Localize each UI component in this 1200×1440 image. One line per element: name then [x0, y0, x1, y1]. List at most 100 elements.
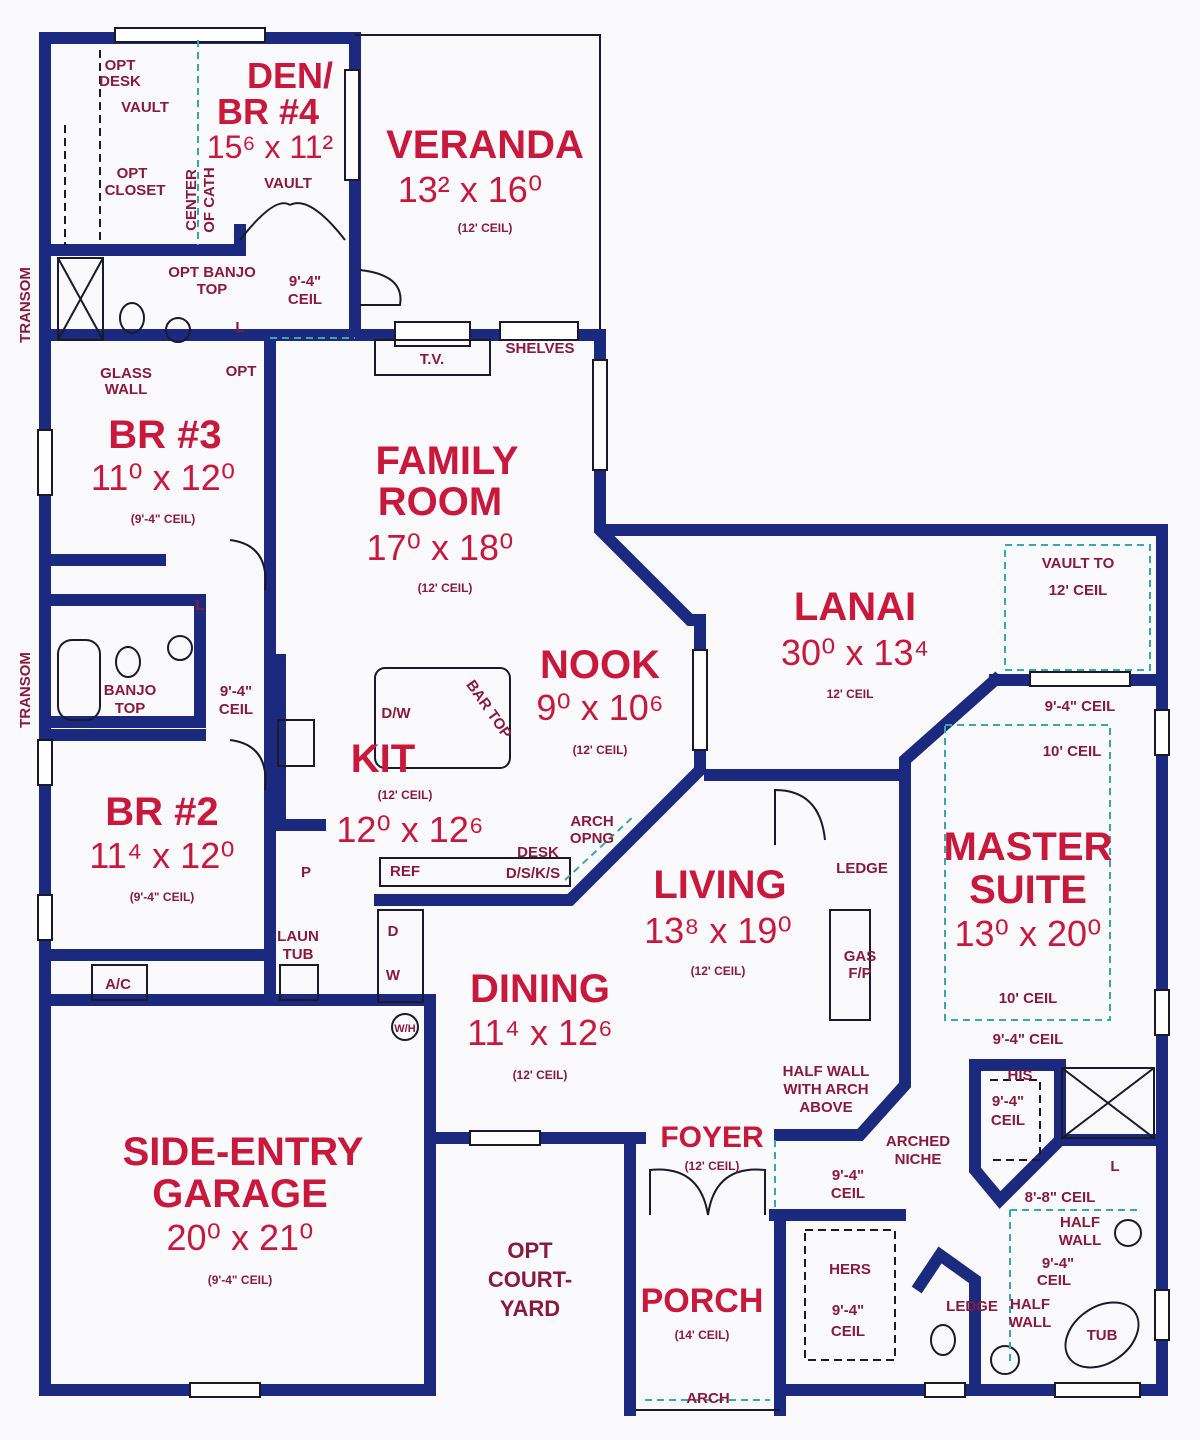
- note: OPT BANJO: [168, 264, 256, 281]
- note: CEIL: [1037, 1272, 1071, 1289]
- note: L: [195, 597, 204, 614]
- garage-dims: 20⁰ x 21⁰: [167, 1217, 314, 1258]
- note: BANJO: [104, 682, 157, 699]
- master-dims: 13⁰ x 20⁰: [955, 913, 1102, 954]
- note: 9'-4": [1042, 1255, 1074, 1272]
- note: WALL: [1009, 1314, 1052, 1331]
- window: [469, 1130, 541, 1146]
- toilet: [119, 302, 145, 334]
- kitchen-island: [374, 667, 511, 769]
- note: CEIL: [219, 701, 253, 718]
- note: CEIL: [991, 1112, 1025, 1129]
- note: OPT: [507, 1238, 553, 1263]
- living-name: LIVING: [653, 863, 786, 907]
- note: 12' CEIL: [1049, 582, 1108, 599]
- window: [499, 321, 579, 341]
- nook-dims: 9⁰ x 10⁶: [536, 687, 663, 728]
- note: D/W: [381, 705, 411, 722]
- note: TOP: [197, 281, 228, 298]
- note: CEIL: [831, 1185, 865, 1202]
- note: OF CATH: [201, 167, 218, 233]
- cooktop: [277, 719, 315, 767]
- window: [37, 429, 53, 496]
- note: ARCH: [686, 1390, 729, 1407]
- note: L: [1110, 1158, 1119, 1175]
- note: LEDGE: [946, 1298, 998, 1315]
- note: CLOSET: [105, 182, 166, 199]
- note: OPNG: [570, 830, 614, 847]
- note: ARCHED: [886, 1133, 950, 1150]
- note: 10' CEIL: [999, 990, 1058, 1007]
- note: HIS: [1007, 1067, 1032, 1084]
- br2-name: BR #2: [105, 790, 218, 834]
- window: [592, 359, 608, 471]
- window: [1154, 989, 1170, 1036]
- note: CEIL: [288, 291, 322, 308]
- note: P: [301, 864, 311, 881]
- window: [114, 27, 266, 43]
- note: OPT: [105, 57, 136, 74]
- veranda-name: VERANDA: [386, 123, 584, 167]
- water-heater: [391, 1013, 419, 1041]
- kit-dims: 12⁰ x 12⁶: [336, 809, 483, 850]
- shower: [57, 257, 104, 341]
- note: OPT: [117, 165, 148, 182]
- counter: [379, 857, 571, 887]
- window: [1154, 1289, 1170, 1341]
- note: COURT-: [488, 1267, 572, 1292]
- note: 9'-4" CEIL: [993, 1031, 1064, 1048]
- kit-ceil: (12' CEIL): [378, 788, 433, 802]
- note: GAS: [844, 948, 877, 965]
- lanai-dims: 30⁰ x 13⁴: [781, 632, 929, 673]
- note: CENTER: [183, 169, 200, 231]
- note: TUB: [1087, 1327, 1118, 1344]
- master-name: MASTER: [944, 825, 1113, 869]
- note: 10' CEIL: [1043, 743, 1102, 760]
- note: 8'-8" CEIL: [1025, 1189, 1096, 1206]
- note: DESK: [517, 844, 559, 861]
- living-ceil: (12' CEIL): [691, 964, 746, 978]
- note: TRANSOM: [17, 652, 34, 728]
- note: GLASS: [100, 365, 152, 382]
- note: NICHE: [895, 1151, 942, 1168]
- note: SHELVES: [506, 340, 575, 357]
- closet-hers: [804, 1229, 896, 1361]
- tray-ceiling: [944, 724, 1111, 1021]
- note: D/S/K/S: [506, 865, 560, 882]
- br3-name: BR #3: [108, 413, 221, 457]
- living-dims: 13⁸ x 19⁰: [644, 910, 792, 951]
- window: [37, 739, 53, 786]
- note: YARD: [500, 1296, 560, 1321]
- note: LEDGE: [836, 860, 888, 877]
- br2-ceil: (9'-4" CEIL): [130, 890, 195, 904]
- note: 9'-4": [832, 1302, 864, 1319]
- note: HALF WALL: [783, 1063, 870, 1080]
- sink: [165, 317, 191, 343]
- window: [37, 894, 53, 941]
- sink: [1114, 1219, 1142, 1247]
- laundry-tub: [279, 964, 319, 1001]
- garage-name-2: GARAGE: [152, 1172, 328, 1216]
- note: TOP: [115, 700, 146, 717]
- veranda-ceil: (12' CEIL): [458, 221, 513, 235]
- note: WALL: [1059, 1232, 1102, 1249]
- garage-ceil: (9'-4" CEIL): [208, 1273, 273, 1287]
- note: VAULT: [264, 175, 312, 192]
- garage-name: SIDE-ENTRY: [123, 1130, 364, 1174]
- window: [1154, 709, 1170, 756]
- note: 9'-4": [289, 273, 321, 290]
- lanai-name: LANAI: [794, 585, 916, 629]
- note: REF: [390, 863, 420, 880]
- notes: OPT DESK VAULT OPT CLOSET CENTER OF CATH…: [17, 57, 1120, 1407]
- porch-name: PORCH: [641, 1282, 764, 1320]
- note: HALF: [1010, 1296, 1050, 1313]
- note: A/C: [105, 976, 131, 993]
- note: TRANSOM: [17, 267, 34, 343]
- fixtures: [37, 27, 1170, 1401]
- lanai-ceil: 12' CEIL: [827, 687, 874, 701]
- nook-ceil: (12' CEIL): [573, 743, 628, 757]
- porch-ceil: (14' CEIL): [675, 1328, 730, 1342]
- br2-dims: 11⁴ x 12⁰: [89, 835, 234, 876]
- dining-name: DINING: [470, 967, 610, 1011]
